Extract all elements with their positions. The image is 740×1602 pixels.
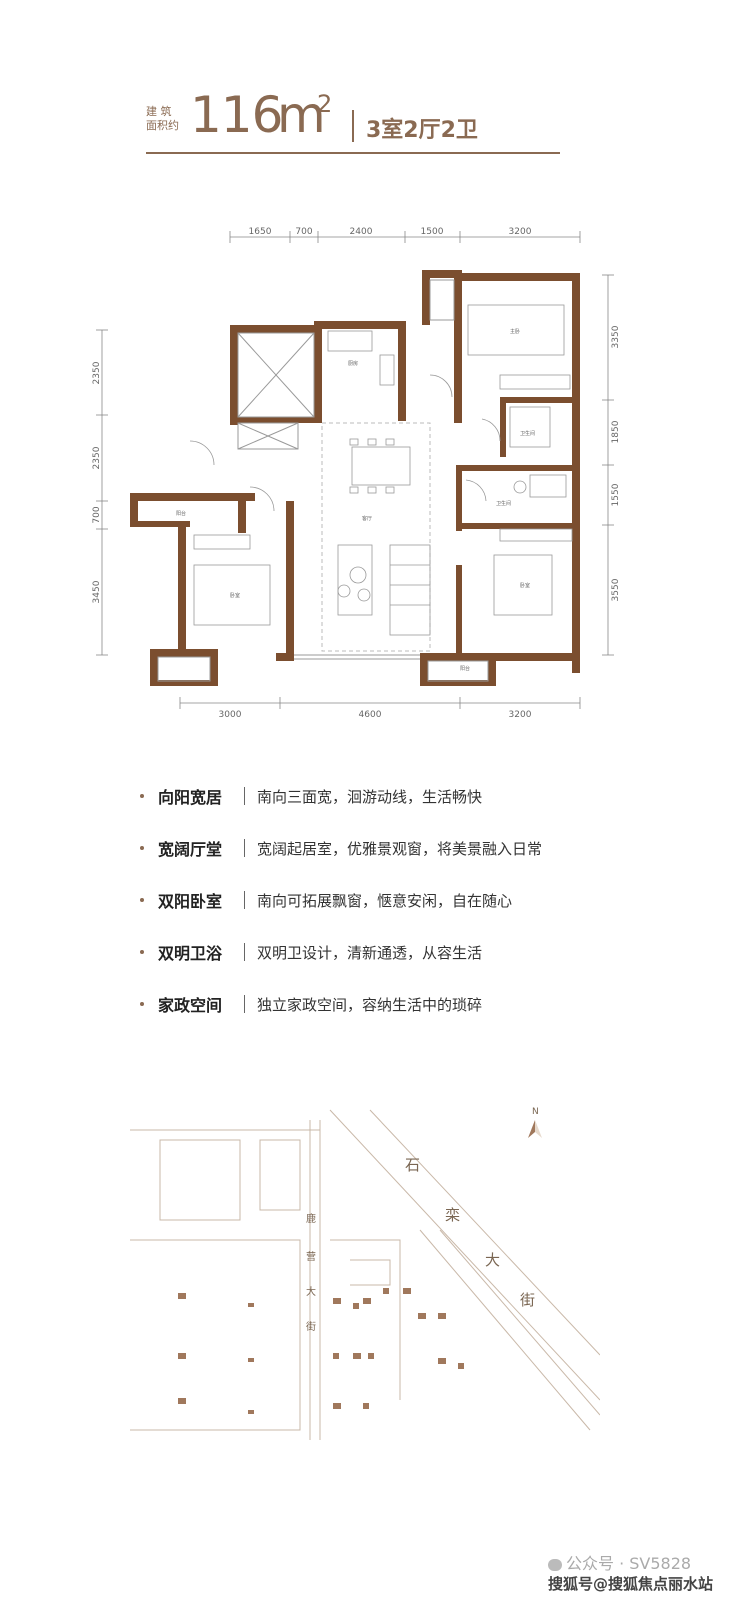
feature-desc: 宽阔起居室，优雅景观窗，将美景融入日常 xyxy=(257,839,543,858)
road2-char4: 街 xyxy=(306,1320,316,1333)
furniture xyxy=(189,304,573,636)
wechat-icon xyxy=(548,1558,562,1571)
room-label-bath2: 卫生间 xyxy=(496,500,511,507)
dim-bottom-2: 4600 xyxy=(359,710,382,720)
road1-char1: 石 xyxy=(405,1156,420,1174)
room-label-bedroom-left: 卧室 xyxy=(230,592,240,599)
feature-title: 宽阔厅堂 xyxy=(158,840,223,859)
windows xyxy=(157,279,489,682)
room-labels: 厨房 客厅 卧室 卧室 主卧 卫生间 卫生间 阳台 阳台 xyxy=(176,328,535,672)
area-value: 116 xyxy=(190,86,283,144)
feature-divider xyxy=(244,943,245,961)
dim-bottom-1: 3000 xyxy=(219,710,242,720)
map-lines xyxy=(130,1109,600,1440)
feature-desc: 南向可拓展飘窗，惬意安闲，自在随心 xyxy=(257,891,513,910)
dim-top-5: 3200 xyxy=(509,227,532,237)
living-area-outline xyxy=(321,422,431,652)
north-label: N xyxy=(532,1107,539,1117)
road1-char3: 大 xyxy=(485,1251,500,1269)
road1-char2: 栾 xyxy=(445,1206,460,1224)
bullet-icon xyxy=(140,846,144,850)
feature-title: 双阳卧室 xyxy=(158,892,223,911)
feature-item: 双阳卧室 南向可拓展飘窗，惬意安闲，自在随心 xyxy=(140,874,640,926)
dim-bottom-3: 3200 xyxy=(509,710,532,720)
wechat-account: 公众号 · SV5828 xyxy=(548,1550,691,1574)
buildings xyxy=(178,1288,464,1414)
feature-divider xyxy=(244,839,245,857)
feature-divider xyxy=(244,787,245,805)
feature-title: 家政空间 xyxy=(158,996,223,1015)
source-watermark: 搜狐号@搜狐焦点丽水站 xyxy=(548,1575,714,1593)
feature-item: 家政空间 独立家政空间，容纳生活中的琐碎 xyxy=(140,978,640,1030)
feature-item: 宽阔厅堂 宽阔起居室，优雅景观窗，将美景融入日常 xyxy=(140,822,640,874)
dim-right-1: 3350 xyxy=(611,325,620,348)
header: 建 筑 面积约 116 m 2 3室2厅2卫 xyxy=(0,0,740,170)
floor-plan: 1650 700 2400 1500 3200 3000 4600 3200 2… xyxy=(92,227,620,720)
dimension-lines xyxy=(96,231,614,709)
road2-char3: 大 xyxy=(306,1285,316,1298)
room-label-bedroom-right: 卧室 xyxy=(520,582,530,589)
bullet-icon xyxy=(140,1002,144,1006)
area-label: 建 筑 面积约 xyxy=(146,105,186,133)
dimension-labels: 1650 700 2400 1500 3200 3000 4600 3200 2… xyxy=(92,227,620,720)
dim-top-4: 1500 xyxy=(421,227,444,237)
feature-desc: 双明卫设计，清新通透，从容生活 xyxy=(257,943,483,962)
room-label-master: 主卧 xyxy=(510,328,520,335)
room-label-kitchen: 厨房 xyxy=(348,360,358,367)
site-map: N 石 栾 大 街 鹿 营 大 街 xyxy=(130,1107,600,1440)
wechat-label: 公众号 · SV5828 xyxy=(566,1554,692,1573)
feature-divider xyxy=(244,995,245,1013)
dim-left-1: 2350 xyxy=(92,361,102,384)
dim-left-2: 2350 xyxy=(92,446,102,469)
area-unit: m xyxy=(277,86,326,144)
dim-top-1: 1650 xyxy=(249,227,272,237)
road-labels: 石 栾 大 街 xyxy=(405,1156,535,1309)
area-label-line1: 建 筑 xyxy=(146,105,172,118)
area-unit-superscript: 2 xyxy=(317,90,333,118)
room-label-balcony1: 阳台 xyxy=(176,510,186,517)
bullet-icon xyxy=(140,950,144,954)
feature-item: 向阳宽居 南向三面宽，洄游动线，生活畅快 xyxy=(140,770,640,822)
room-label-bath1: 卫生间 xyxy=(520,430,535,437)
dim-right-2: 1850 xyxy=(611,420,620,443)
area-label-line2: 面积约 xyxy=(146,119,179,132)
room-label-living: 客厅 xyxy=(362,515,372,522)
road1-char4: 街 xyxy=(520,1291,535,1309)
north-arrow-icon: N xyxy=(528,1107,542,1138)
dim-right-3: 1550 xyxy=(611,483,620,506)
header-underline xyxy=(146,152,560,154)
feature-desc: 独立家政空间，容纳生活中的琐碎 xyxy=(257,995,483,1014)
bullet-icon xyxy=(140,898,144,902)
dim-top-2: 700 xyxy=(295,227,312,237)
road-labels-2: 鹿 营 大 街 xyxy=(306,1212,316,1333)
layout-type: 3室2厅2卫 xyxy=(366,118,478,143)
walls xyxy=(130,270,580,686)
dim-left-4: 3450 xyxy=(92,580,102,603)
room-label-balcony2: 阳台 xyxy=(460,665,470,672)
header-divider xyxy=(352,110,354,142)
dim-left-3: 700 xyxy=(92,506,102,523)
dim-top-3: 2400 xyxy=(350,227,373,237)
feature-desc: 南向三面宽，洄游动线，生活畅快 xyxy=(257,787,483,806)
road2-char1: 鹿 xyxy=(306,1212,316,1225)
feature-list: 向阳宽居 南向三面宽，洄游动线，生活畅快 宽阔厅堂 宽阔起居室，优雅景观窗，将美… xyxy=(140,770,640,1030)
feature-item: 双明卫浴 双明卫设计，清新通透，从容生活 xyxy=(140,926,640,978)
feature-title: 双明卫浴 xyxy=(158,944,223,963)
feature-divider xyxy=(244,891,245,909)
road2-char2: 营 xyxy=(306,1250,316,1263)
bullet-icon xyxy=(140,794,144,798)
feature-title: 向阳宽居 xyxy=(158,788,223,807)
dim-right-4: 3550 xyxy=(611,578,620,601)
